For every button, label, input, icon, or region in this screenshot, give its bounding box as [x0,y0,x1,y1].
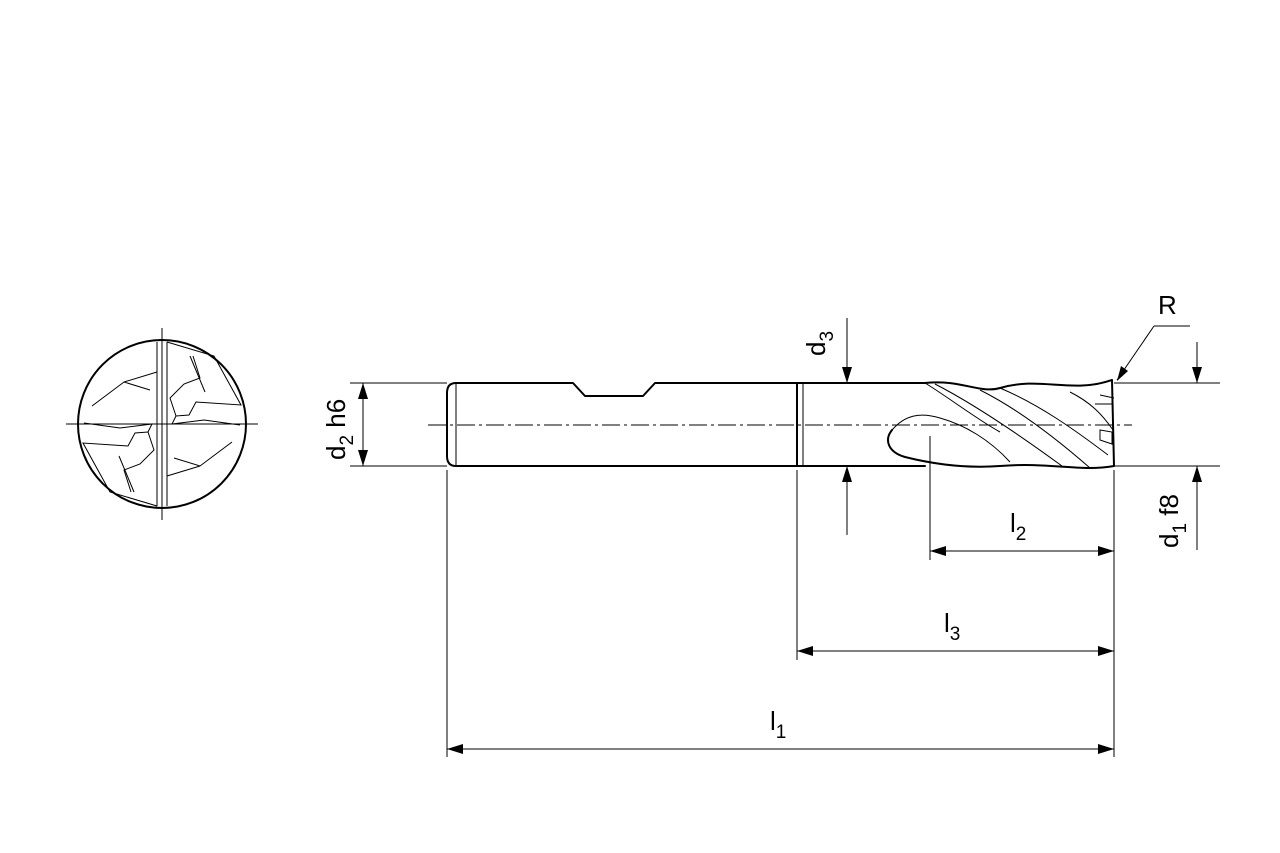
label-l3: l3 [944,608,960,645]
label-d1: d1 f8 [1154,494,1191,548]
label-d2: d2 h6 [321,399,358,460]
end-view-flutes [82,341,242,507]
label-d3: d3 [801,331,838,356]
side-view [428,325,1190,469]
label-r: R [1158,290,1177,320]
neck-outline [796,382,926,467]
label-l1: l1 [770,706,786,743]
dimensions [350,318,1220,757]
label-l2: l2 [1010,508,1026,545]
cutting-part [887,379,1115,469]
labels: d2 h6 d3 d1 f8 R l2 l3 l1 [321,290,1191,743]
end-view [66,328,258,520]
shank-outline [446,382,798,467]
radius-arrow [1117,366,1128,381]
